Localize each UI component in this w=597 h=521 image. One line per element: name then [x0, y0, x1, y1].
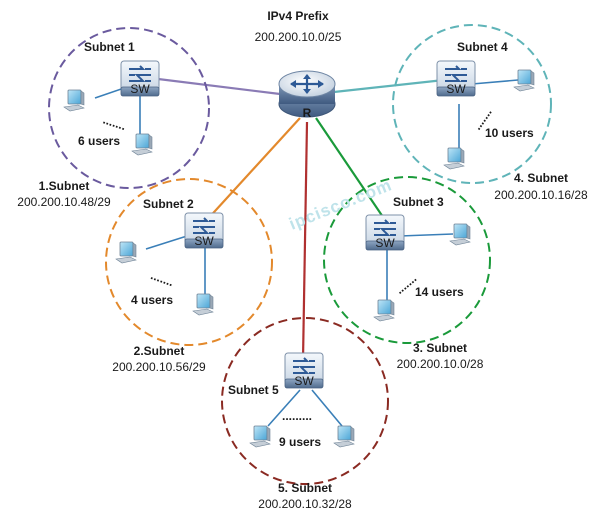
subnet2-switch-label: SW	[194, 234, 214, 248]
subnet2-name: Subnet 2	[143, 197, 194, 211]
subnet4-users: 10 users	[485, 126, 534, 140]
subnet1-name: Subnet 1	[84, 40, 135, 54]
subnet5-users: 9 users	[279, 435, 321, 449]
prefix-title: IPv4 Prefix	[267, 9, 329, 23]
subnet4-boundary	[392, 24, 552, 184]
subnet5-switch-label: SW	[294, 374, 314, 388]
subnet5-name: Subnet 5	[228, 383, 279, 397]
subnet1-switch-label: SW	[130, 82, 150, 96]
subnet4-address: 200.200.10.16/28	[494, 188, 588, 202]
subnet3-switch-label: SW	[375, 236, 395, 250]
subnet3-boundary	[323, 176, 491, 344]
subnet2-pc-icon	[115, 241, 137, 264]
subnet2-users: 4 users	[131, 293, 173, 307]
subnet5-pc-icon	[333, 425, 355, 448]
subnet2-caption: 2.Subnet	[134, 344, 185, 358]
subnet4-caption: 4. Subnet	[514, 171, 568, 185]
link-subnet5	[301, 121, 309, 361]
subnet3-name: Subnet 3	[393, 195, 444, 209]
subnet3-caption: 3. Subnet	[413, 341, 467, 355]
subnet3-address: 200.200.10.0/28	[397, 357, 484, 371]
subnet2-ellipsis: .......	[149, 268, 176, 289]
subnet5-boundary	[221, 317, 389, 485]
link-subnet4	[333, 78, 445, 94]
subnet1-pc-icon	[131, 133, 153, 156]
subnet1-boundary	[48, 27, 210, 189]
subnet1-users: 6 users	[78, 134, 120, 148]
subnet5-ellipsis: .........	[282, 409, 312, 423]
subnet1-caption: 1.Subnet	[39, 179, 90, 193]
subnet5-address: 200.200.10.32/28	[258, 497, 352, 511]
subnet4-name: Subnet 4	[457, 40, 508, 54]
subnet2-boundary	[105, 178, 273, 346]
subnet3-pc-icon	[373, 299, 395, 322]
prefix-value: 200.200.10.0/25	[255, 30, 342, 44]
router-label: R	[303, 106, 312, 120]
link-subnet1	[149, 76, 281, 96]
subnet3-users: 14 users	[415, 285, 464, 299]
link-subnet2	[204, 117, 301, 223]
subnet1-address: 200.200.10.48/29	[17, 195, 111, 209]
subnet4-pc-icon	[443, 147, 465, 170]
subnet1-ellipsis: .......	[101, 113, 128, 134]
link-subnet3	[315, 117, 386, 221]
subnet2-address: 200.200.10.56/29	[112, 360, 206, 374]
subnet2-pc-icon	[192, 293, 214, 316]
subnet4-switch-label: SW	[446, 82, 466, 96]
router-icon: R	[278, 70, 336, 120]
subnet5-caption: 5. Subnet	[278, 481, 332, 495]
subnet1-pc-icon	[63, 89, 85, 112]
subnet5-pc-icon	[249, 425, 271, 448]
